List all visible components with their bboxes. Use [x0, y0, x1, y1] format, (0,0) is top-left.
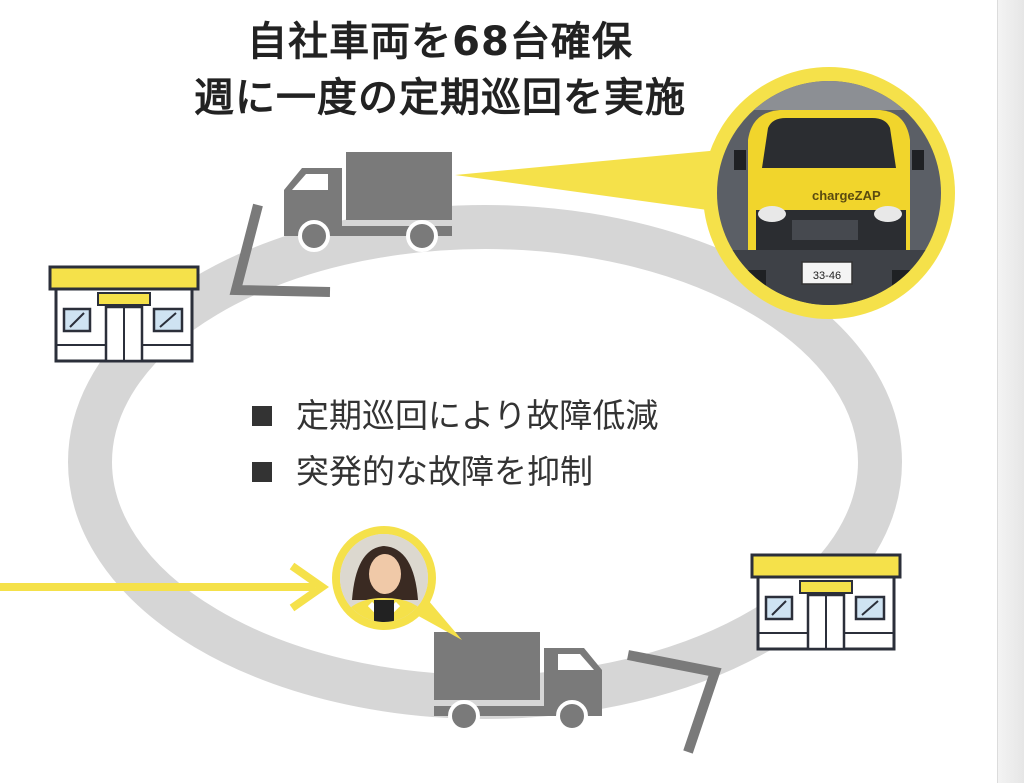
loop-arrow-upper-left	[229, 203, 331, 297]
store-icon	[48, 265, 200, 363]
van-callout-wedge	[455, 150, 722, 212]
window-edge	[997, 0, 1024, 783]
bullet-square-icon	[252, 462, 272, 482]
staff-photo	[332, 526, 436, 630]
bullet-item: 突発的な故障を抑制	[252, 444, 658, 500]
bullet-text: 定期巡回により故障低減	[296, 396, 659, 435]
bullet-square-icon	[252, 406, 272, 426]
arrow-icon	[0, 562, 329, 612]
title-line-2: 週に一度の定期巡回を実施	[194, 75, 686, 121]
bullet-item: 定期巡回により故障低減	[252, 388, 658, 444]
truck-icon	[434, 632, 602, 732]
bullet-text: 突発的な故障を抑制	[296, 452, 593, 491]
loop-arrow-lower-right	[627, 650, 722, 754]
van-photo: chargeZAP 33-46	[703, 67, 955, 319]
store-icon	[750, 553, 902, 651]
title-line-1: 自社車両を68台確保	[247, 19, 633, 65]
bullet-list: 定期巡回により故障低減 突発的な故障を抑制	[252, 388, 658, 500]
slide-title: 自社車両を68台確保 週に一度の定期巡回を実施	[150, 14, 730, 126]
van-plate-text: 33-46	[813, 270, 841, 282]
van-brand-text: chargeZAP	[812, 188, 881, 203]
truck-icon	[284, 152, 452, 252]
